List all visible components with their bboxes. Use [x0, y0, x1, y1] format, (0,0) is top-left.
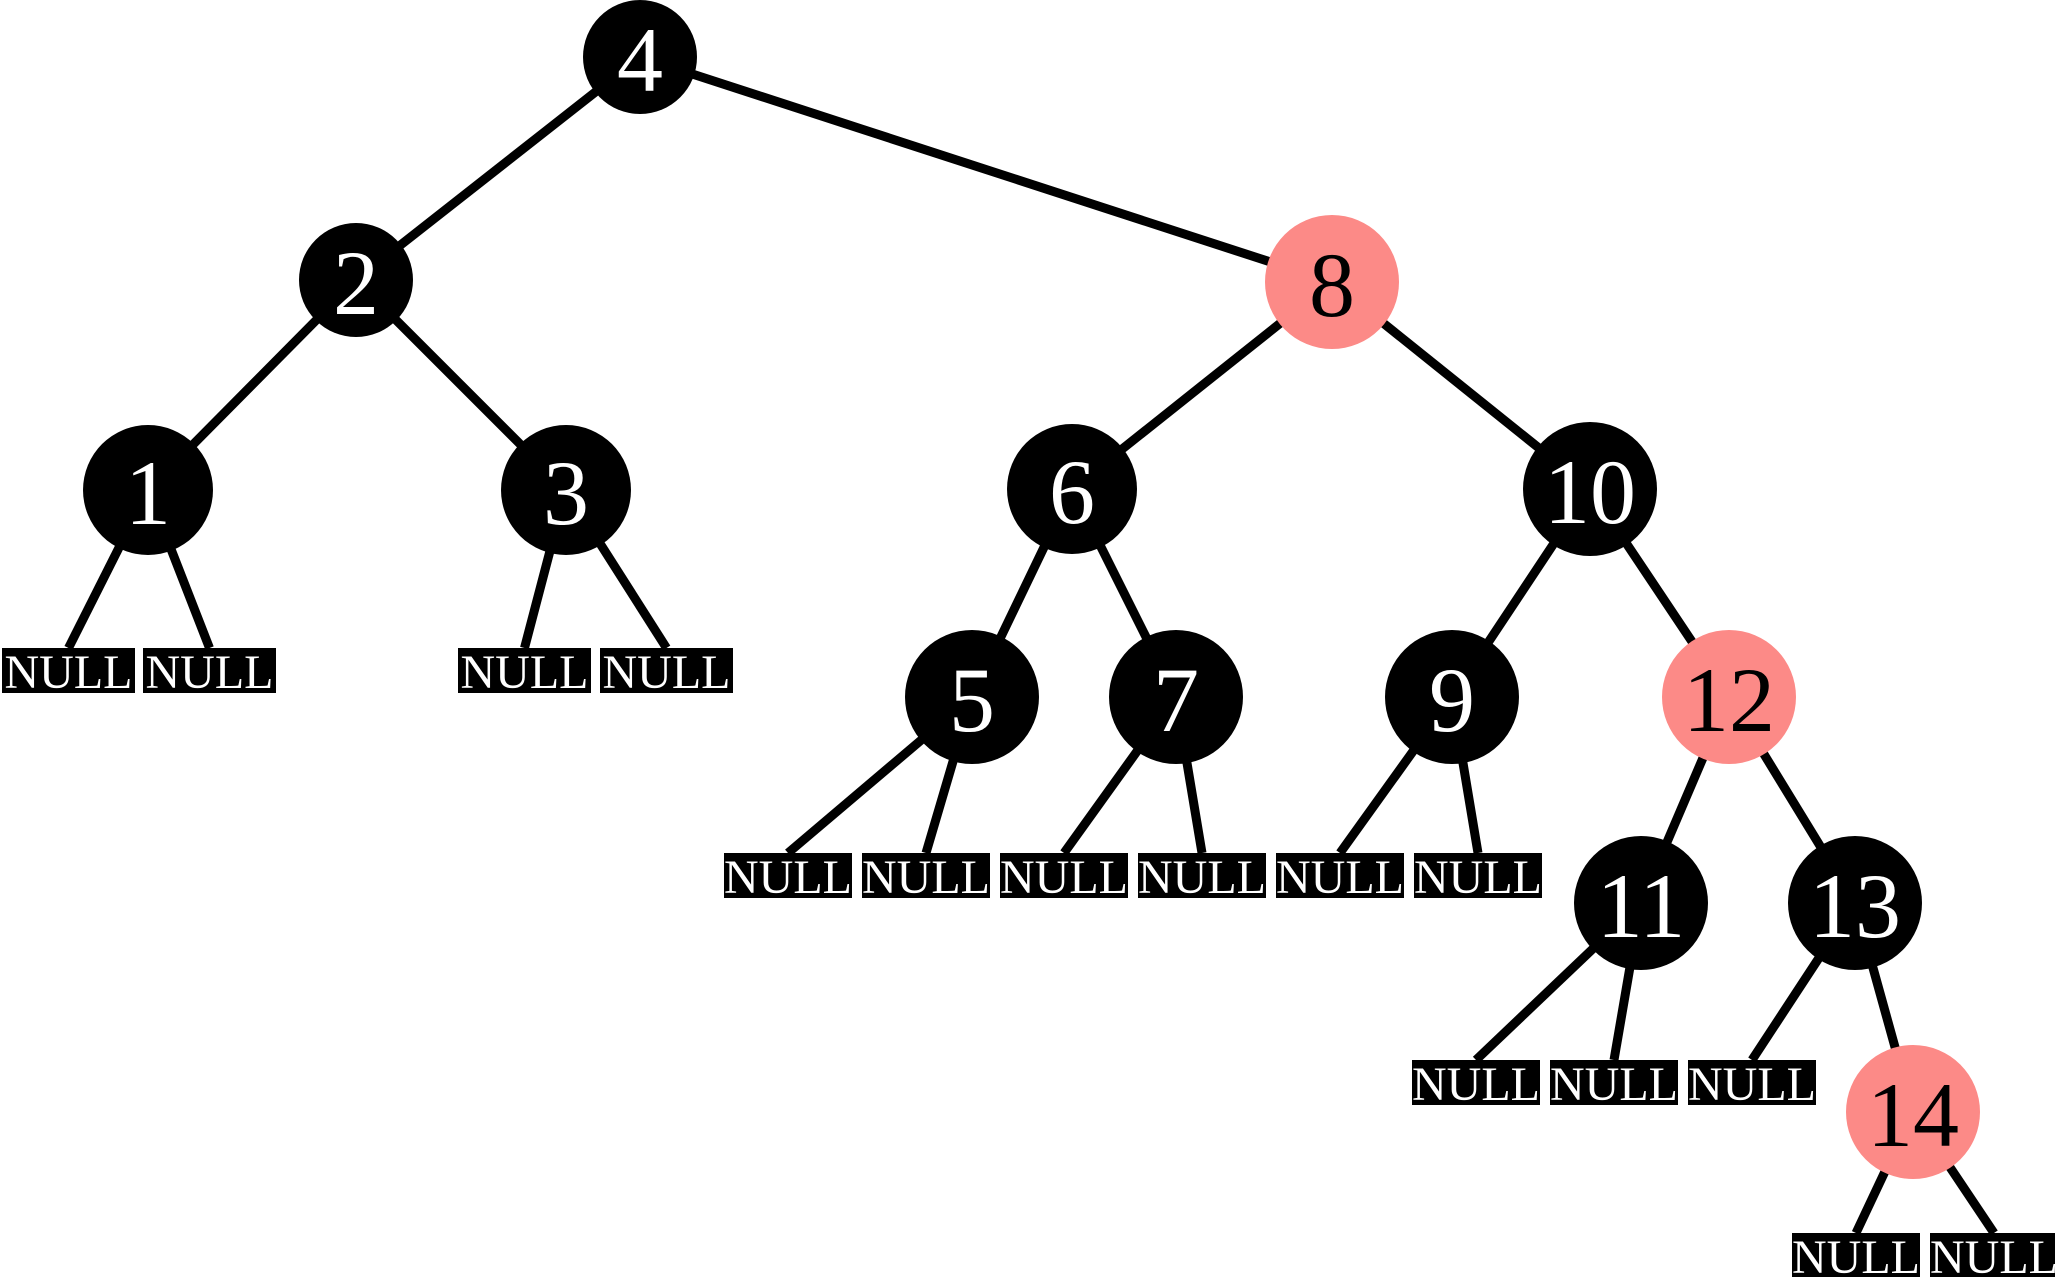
tree-node-2[interactable]: 2: [299, 223, 413, 337]
node-value-label: 11: [1597, 855, 1686, 957]
tree-node-10[interactable]: 10: [1523, 422, 1657, 556]
tree-edge: [353, 53, 643, 284]
node-value-label: 10: [1544, 441, 1636, 543]
black-node-circle[interactable]: [1007, 424, 1137, 554]
node-value-label: 6: [1049, 441, 1095, 543]
node-value-label: 14: [1867, 1064, 1959, 1166]
tree-node-3[interactable]: 3: [501, 425, 631, 555]
node-value-label: 9: [1429, 649, 1475, 751]
black-node-circle[interactable]: [501, 425, 631, 555]
null-leaf-label: NULL: [146, 646, 274, 699]
null-leaf-rect: [458, 648, 591, 693]
node-value-label: 12: [1683, 649, 1775, 751]
tree-node-9[interactable]: 9: [1385, 630, 1519, 764]
black-node-circle[interactable]: [1385, 630, 1519, 764]
null-leaf-label: NULL: [1000, 851, 1128, 904]
null-leaf-rect: [1930, 1233, 2055, 1277]
null-leaf-label: NULL: [1276, 851, 1404, 904]
null-leaf-box: NULL: [1000, 851, 1128, 904]
null-leaf-box: NULL: [2, 646, 135, 699]
null-leaf-label: NULL: [1550, 1058, 1678, 1111]
null-leaf-box: NULL: [1276, 851, 1404, 904]
null-leaf-label: NULL: [1414, 851, 1542, 904]
node-value-label: 1: [125, 442, 171, 544]
black-node-circle[interactable]: [1109, 630, 1243, 764]
null-leaf-label: NULL: [461, 646, 589, 699]
null-leaf-label: NULL: [1792, 1231, 1920, 1277]
tree-node-4[interactable]: 4: [583, 0, 697, 114]
null-leaf-rect: [1412, 1060, 1540, 1105]
node-value-label: 13: [1809, 855, 1901, 957]
null-leaf-rect: [1276, 853, 1404, 898]
null-leaf-rect: [2, 648, 135, 693]
null-leaf-box: NULL: [1550, 1058, 1678, 1111]
tree-node-7[interactable]: 7: [1109, 630, 1243, 764]
black-node-circle[interactable]: [1523, 422, 1657, 556]
black-node-circle[interactable]: [1574, 836, 1708, 970]
null-leaf-rect: [1792, 1233, 1920, 1277]
red-node-circle[interactable]: [1662, 630, 1796, 764]
null-leaf-box: NULL: [143, 646, 276, 699]
red-node-circle[interactable]: [1846, 1045, 1980, 1179]
black-node-circle[interactable]: [905, 630, 1039, 764]
tree-node-8[interactable]: 8: [1265, 215, 1399, 349]
null-leaf-box: NULL: [1688, 1058, 1816, 1111]
node-value-label: 5: [949, 649, 995, 751]
node-value-label: 4: [617, 9, 663, 111]
null-leaf-box: NULL: [862, 851, 990, 904]
tree-node-1[interactable]: 1: [83, 425, 213, 555]
black-node-circle[interactable]: [583, 0, 697, 114]
black-node-circle[interactable]: [83, 425, 213, 555]
black-node-circle[interactable]: [1788, 836, 1922, 970]
null-leaf-rect: [1000, 853, 1128, 898]
node-value-label: 3: [543, 442, 589, 544]
null-leaf-label: NULL: [1930, 1231, 2055, 1277]
null-leaf-rect: [600, 648, 733, 693]
tree-node-12[interactable]: 12: [1662, 630, 1796, 764]
null-leaf-box: NULL: [1930, 1231, 2055, 1277]
null-leaf-label: NULL: [603, 646, 731, 699]
node-value-label: 2: [333, 232, 379, 334]
red-node-circle[interactable]: [1265, 215, 1399, 349]
tree-node-5[interactable]: 5: [905, 630, 1039, 764]
node-value-label: 7: [1153, 649, 1199, 751]
null-leaf-label: NULL: [862, 851, 990, 904]
tree-node-11[interactable]: 11: [1574, 836, 1708, 970]
tree-node-13[interactable]: 13: [1788, 836, 1922, 970]
null-leaf-box: NULL: [1414, 851, 1542, 904]
null-leaf-box: NULL: [600, 646, 733, 699]
tree-node-14[interactable]: 14: [1846, 1045, 1980, 1179]
null-leaf-rect: [724, 853, 852, 898]
null-leaf-label: NULL: [1138, 851, 1266, 904]
null-leaf-rect: [1550, 1060, 1678, 1105]
null-leaf-label: NULL: [5, 646, 133, 699]
null-leaf-rect: [1688, 1060, 1816, 1105]
tree-edge: [638, 52, 1334, 287]
null-leaf-box: NULL: [458, 646, 591, 699]
null-leaf-rect: [1138, 853, 1266, 898]
null-leaf-rect: [862, 853, 990, 898]
null-leaf-rect: [143, 648, 276, 693]
node-value-label: 8: [1309, 234, 1355, 336]
black-node-circle[interactable]: [299, 223, 413, 337]
null-leaf-label: NULL: [1688, 1058, 1816, 1111]
null-leaf-box: NULL: [1138, 851, 1266, 904]
null-leaf-box: NULL: [724, 851, 852, 904]
null-leaf-rect: [1414, 853, 1542, 898]
null-leaf-label: NULL: [724, 851, 852, 904]
null-leaf-label: NULL: [1412, 1058, 1540, 1111]
null-leaf-box: NULL: [1412, 1058, 1540, 1111]
tree-node-6[interactable]: 6: [1007, 424, 1137, 554]
null-leaf-box: NULL: [1792, 1231, 1920, 1277]
